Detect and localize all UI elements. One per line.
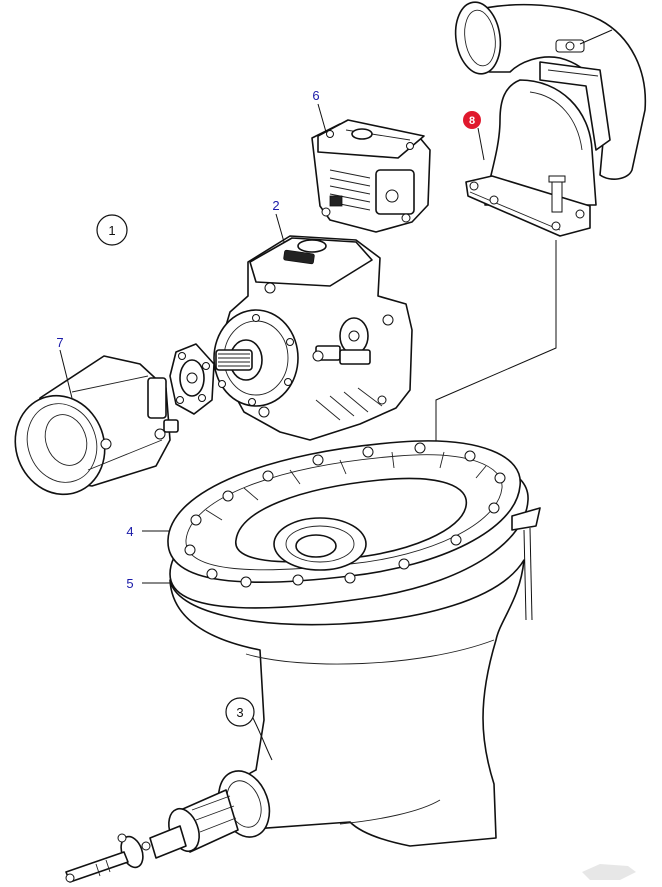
part-7-leader-line (59, 349, 73, 399)
callout-8-highlight[interactable]: 8 (463, 111, 481, 129)
svg-text:4: 4 (126, 524, 133, 539)
propeller-shaft-part[interactable] (65, 764, 278, 883)
drive-leg-part[interactable] (169, 559, 525, 847)
gasket-tab (511, 507, 541, 621)
svg-text:1: 1 (108, 223, 115, 238)
callout-5[interactable]: 5 (126, 576, 133, 591)
coupling-flange-part[interactable] (169, 343, 215, 415)
callout-3[interactable]: 3 (225, 697, 255, 727)
watermark-logo (582, 864, 636, 880)
part-6-leader-line (317, 103, 327, 133)
svg-text:8: 8 (469, 115, 475, 127)
svg-text:2: 2 (272, 198, 279, 213)
callout-2[interactable]: 2 (272, 198, 279, 213)
part-3-leader-line (251, 715, 273, 761)
upper-unit-part[interactable] (311, 119, 431, 233)
mounting-ring-part[interactable] (167, 440, 529, 609)
callout-1[interactable]: 1 (96, 214, 128, 246)
svg-text:7: 7 (56, 335, 63, 350)
part-8-short-leader (477, 127, 485, 161)
exhaust-elbow-part[interactable] (451, 0, 647, 237)
intake-housing-part[interactable] (2, 355, 179, 507)
svg-text:3: 3 (236, 705, 243, 720)
gearbox-housing-part[interactable] (213, 235, 413, 441)
highlight-badge (463, 111, 481, 129)
part-2-leader-line (275, 213, 285, 243)
svg-text:6: 6 (312, 88, 319, 103)
callout-4[interactable]: 4 (126, 524, 133, 539)
callout-7[interactable]: 7 (56, 335, 63, 350)
svg-text:5: 5 (126, 576, 133, 591)
callout-6[interactable]: 6 (312, 88, 319, 103)
